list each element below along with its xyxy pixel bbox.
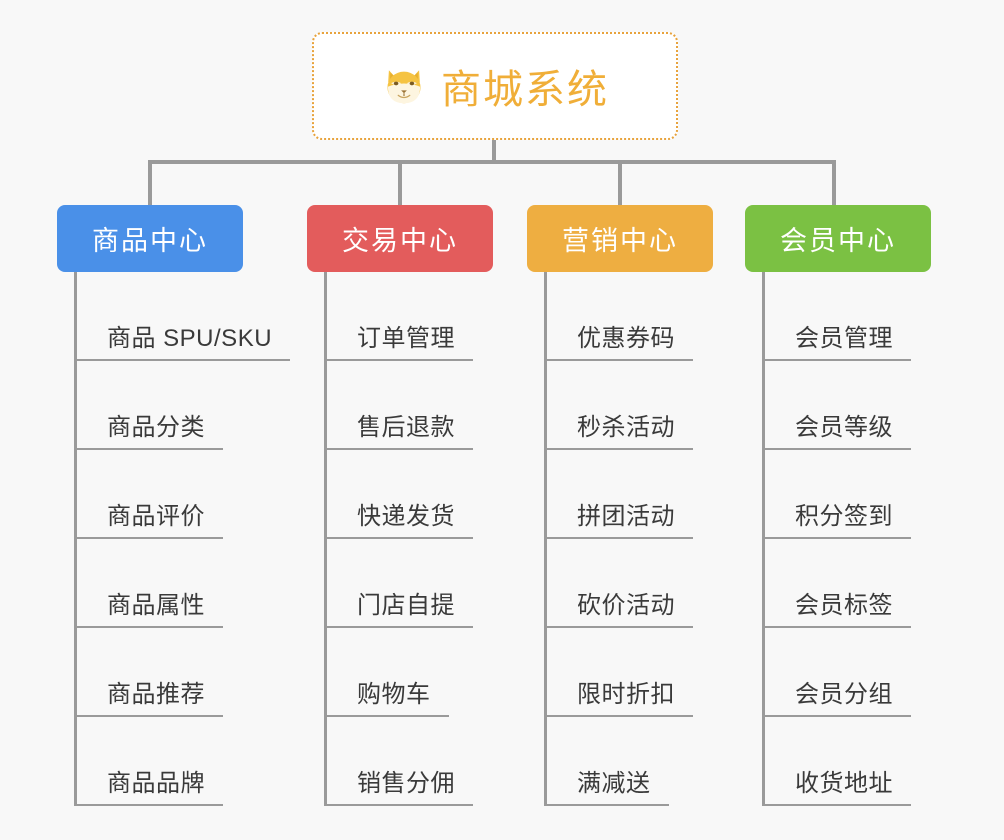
leaf-underline: 满减送: [547, 763, 669, 806]
leaf-underline: 门店自提: [327, 585, 473, 628]
leaf-label: 销售分佣: [357, 770, 455, 797]
leaf-label: 会员管理: [795, 325, 893, 352]
connector-drop-member-center: [832, 160, 836, 206]
leaf-label: 积分签到: [795, 503, 893, 530]
leaf-item[interactable]: 商品推荐: [77, 628, 243, 717]
leaf-item[interactable]: 秒杀活动: [547, 361, 713, 450]
leaf-label: 售后退款: [357, 414, 455, 441]
leaf-label: 收货地址: [795, 770, 893, 797]
leaf-item[interactable]: 订单管理: [327, 272, 493, 361]
leaf-list-trade-center: 订单管理售后退款快递发货门店自提购物车销售分佣: [324, 272, 493, 806]
branch-header-marketing-center[interactable]: 营销中心: [527, 205, 713, 272]
leaf-underline: 订单管理: [327, 318, 473, 361]
leaf-label: 门店自提: [357, 592, 455, 619]
branch-header-member-center[interactable]: 会员中心: [745, 205, 931, 272]
branch-marketing-center: 营销中心优惠券码秒杀活动拼团活动砍价活动限时折扣满减送: [527, 205, 713, 806]
leaf-label: 商品 SPU/SKU: [107, 325, 273, 352]
leaf-underline: 销售分佣: [327, 763, 473, 806]
leaf-underline: 商品属性: [77, 585, 223, 628]
connector-drop-trade-center: [398, 160, 402, 206]
connector-drop-marketing-center: [618, 160, 622, 206]
leaf-item[interactable]: 会员分组: [765, 628, 931, 717]
leaf-underline: 商品推荐: [77, 674, 223, 717]
branch-header-label: 商品中心: [92, 226, 208, 256]
leaf-item[interactable]: 商品 SPU/SKU: [77, 272, 291, 361]
leaf-item[interactable]: 优惠券码: [547, 272, 713, 361]
leaf-underline: 售后退款: [327, 407, 473, 450]
leaf-item[interactable]: 收货地址: [765, 717, 931, 806]
connector-drop-product-center: [148, 160, 152, 206]
leaf-underline: 商品分类: [77, 407, 223, 450]
leaf-list-member-center: 会员管理会员等级积分签到会员标签会员分组收货地址: [762, 272, 931, 806]
leaf-underline: 优惠券码: [547, 318, 693, 361]
leaf-underline: 拼团活动: [547, 496, 693, 539]
leaf-underline: 商品品牌: [77, 763, 223, 806]
connector-bus: [148, 160, 834, 164]
leaf-underline: 砍价活动: [547, 585, 693, 628]
leaf-underline: 会员等级: [765, 407, 911, 450]
branch-member-center: 会员中心会员管理会员等级积分签到会员标签会员分组收货地址: [745, 205, 931, 806]
leaf-item[interactable]: 会员管理: [765, 272, 931, 361]
leaf-label: 优惠券码: [577, 325, 675, 352]
leaf-label: 会员标签: [795, 592, 893, 619]
leaf-item[interactable]: 快递发货: [327, 450, 493, 539]
leaf-item[interactable]: 会员标签: [765, 539, 931, 628]
leaf-label: 秒杀活动: [577, 414, 675, 441]
leaf-label: 商品评价: [107, 503, 205, 530]
shiba-dog-face-icon: [381, 63, 427, 109]
leaf-underline: 快递发货: [327, 496, 473, 539]
leaf-label: 会员等级: [795, 414, 893, 441]
leaf-item[interactable]: 会员等级: [765, 361, 931, 450]
root-node[interactable]: 商城系统: [312, 32, 678, 140]
leaf-item[interactable]: 商品品牌: [77, 717, 243, 806]
leaf-label: 商品推荐: [107, 681, 205, 708]
branch-product-center: 商品中心商品 SPU/SKU 商品分类商品评价商品属性商品推荐商品品牌: [57, 205, 291, 806]
branch-header-label: 交易中心: [342, 226, 458, 256]
leaf-item[interactable]: 商品属性: [77, 539, 243, 628]
branch-trade-center: 交易中心订单管理售后退款快递发货门店自提购物车销售分佣: [307, 205, 493, 806]
leaf-label: 商品属性: [107, 592, 205, 619]
leaf-item[interactable]: 商品分类: [77, 361, 243, 450]
leaf-underline: 商品 SPU/SKU: [77, 318, 291, 361]
leaf-label: 限时折扣: [577, 681, 675, 708]
branch-header-trade-center[interactable]: 交易中心: [307, 205, 493, 272]
leaf-item[interactable]: 售后退款: [327, 361, 493, 450]
root-title: 商城系统: [441, 68, 609, 112]
connector-stem: [492, 140, 496, 162]
leaf-item[interactable]: 销售分佣: [327, 717, 493, 806]
leaf-label: 拼团活动: [577, 503, 675, 530]
branch-header-product-center[interactable]: 商品中心: [57, 205, 243, 272]
leaf-item[interactable]: 门店自提: [327, 539, 493, 628]
leaf-item[interactable]: 拼团活动: [547, 450, 713, 539]
leaf-item[interactable]: 砍价活动: [547, 539, 713, 628]
leaf-label: 商品分类: [107, 414, 205, 441]
leaf-underline: 秒杀活动: [547, 407, 693, 450]
leaf-underline: 会员分组: [765, 674, 911, 717]
leaf-item[interactable]: 满减送: [547, 717, 713, 806]
leaf-underline: 购物车: [327, 674, 449, 717]
leaf-item[interactable]: 积分签到: [765, 450, 931, 539]
leaf-label: 会员分组: [795, 681, 893, 708]
leaf-label: 购物车: [357, 681, 431, 708]
leaf-underline: 限时折扣: [547, 674, 693, 717]
leaf-label: 满减送: [577, 770, 651, 797]
leaf-item[interactable]: 限时折扣: [547, 628, 713, 717]
leaf-label: 订单管理: [357, 325, 455, 352]
leaf-underline: 积分签到: [765, 496, 911, 539]
leaf-label: 快递发货: [357, 503, 455, 530]
leaf-underline: 会员管理: [765, 318, 911, 361]
leaf-label: 商品品牌: [107, 770, 205, 797]
leaf-underline: 会员标签: [765, 585, 911, 628]
leaf-list-product-center: 商品 SPU/SKU 商品分类商品评价商品属性商品推荐商品品牌: [74, 272, 291, 806]
leaf-item[interactable]: 商品评价: [77, 450, 243, 539]
leaf-underline: 商品评价: [77, 496, 223, 539]
leaf-list-marketing-center: 优惠券码秒杀活动拼团活动砍价活动限时折扣满减送: [544, 272, 713, 806]
leaf-underline: 收货地址: [765, 763, 911, 806]
leaf-item[interactable]: 购物车: [327, 628, 493, 717]
leaf-label: 砍价活动: [577, 592, 675, 619]
branch-header-label: 会员中心: [780, 226, 896, 256]
branch-header-label: 营销中心: [562, 226, 678, 256]
